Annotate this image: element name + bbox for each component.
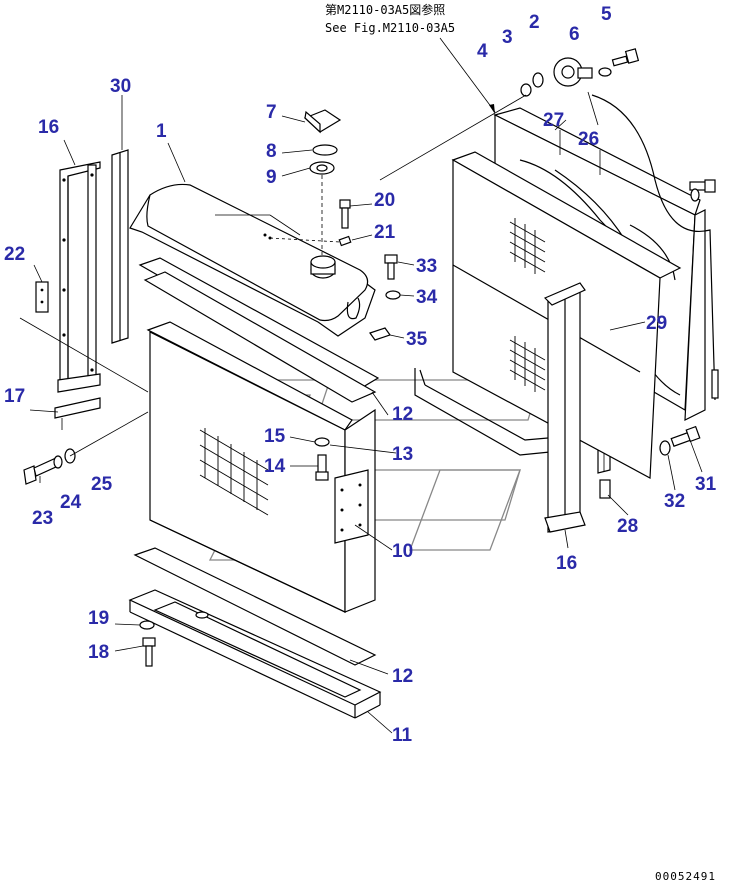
callout-19: 19 bbox=[88, 608, 109, 629]
callout-16-right: 16 bbox=[556, 553, 577, 574]
bolt-33 bbox=[384, 254, 398, 280]
bolt-20 bbox=[339, 199, 351, 229]
neck-9 bbox=[309, 161, 335, 175]
callout-33: 33 bbox=[416, 256, 437, 277]
callout-31: 31 bbox=[695, 474, 717, 495]
callout-32: 32 bbox=[664, 491, 685, 512]
callout-35: 35 bbox=[406, 329, 428, 350]
washer-19 bbox=[139, 620, 155, 630]
callout-26: 26 bbox=[578, 129, 599, 150]
callout-21: 21 bbox=[374, 222, 396, 243]
callout-9: 9 bbox=[266, 167, 277, 188]
callout-23: 23 bbox=[32, 508, 53, 529]
callout-7: 7 bbox=[266, 102, 277, 123]
callout-16-left: 16 bbox=[38, 117, 59, 138]
left-stay bbox=[57, 161, 101, 393]
bolt-14 bbox=[315, 454, 329, 481]
cable-end bbox=[711, 369, 719, 399]
callout-12-lower: 12 bbox=[392, 666, 413, 687]
reference-line-jp: 第M2110-03A5図参照 bbox=[325, 2, 445, 17]
radiator-lower-tank bbox=[128, 589, 382, 719]
bracket-17 bbox=[19, 317, 149, 430]
callout-6: 6 bbox=[569, 24, 580, 45]
callout-1: 1 bbox=[156, 121, 167, 142]
reference-line-en: See Fig.M2110-03A5 bbox=[325, 21, 455, 35]
drawing-code: 00052491 bbox=[655, 870, 716, 883]
bolt-18 bbox=[142, 637, 156, 667]
left-seal-strip bbox=[111, 149, 129, 344]
reference-leader bbox=[439, 37, 496, 113]
gasket-8 bbox=[312, 144, 338, 156]
callout-20: 20 bbox=[374, 190, 395, 211]
callout-22: 22 bbox=[4, 244, 25, 265]
guard-bracket bbox=[414, 368, 551, 456]
callout-5: 5 bbox=[601, 4, 612, 25]
bolt-23 bbox=[23, 457, 59, 485]
right-stay bbox=[543, 282, 586, 533]
plate-35 bbox=[369, 327, 391, 341]
washer-21 bbox=[338, 235, 352, 247]
callout-4: 4 bbox=[477, 41, 488, 62]
cap-assembly bbox=[553, 57, 593, 87]
plate-22 bbox=[35, 281, 49, 313]
washer-6 bbox=[598, 67, 612, 77]
washer-24 bbox=[53, 455, 63, 469]
callout-30: 30 bbox=[110, 76, 131, 97]
radiator-upper-tank bbox=[129, 183, 376, 337]
callout-18: 18 bbox=[88, 642, 109, 663]
upper-gasket-12 bbox=[138, 257, 380, 403]
callout-17: 17 bbox=[4, 386, 25, 407]
washer-34 bbox=[385, 290, 401, 300]
radiator-core bbox=[146, 321, 376, 613]
filler-cap-7 bbox=[303, 109, 342, 134]
callout-24: 24 bbox=[60, 492, 82, 513]
seal-3 bbox=[532, 72, 544, 88]
plate-28 bbox=[599, 479, 611, 499]
callout-12-upper: 12 bbox=[392, 404, 413, 425]
bolt-5 bbox=[611, 48, 640, 67]
callout-15: 15 bbox=[264, 426, 286, 447]
callout-29: 29 bbox=[646, 313, 667, 334]
washer-32 bbox=[659, 440, 671, 456]
bolt-31 bbox=[670, 425, 701, 447]
callout-2: 2 bbox=[529, 12, 540, 33]
callout-34: 34 bbox=[416, 287, 438, 308]
cable-26 bbox=[591, 94, 716, 401]
callout-14: 14 bbox=[264, 456, 286, 477]
leader-lines bbox=[29, 91, 703, 734]
callout-3: 3 bbox=[502, 27, 513, 48]
washer-4 bbox=[520, 83, 532, 97]
callout-25: 25 bbox=[91, 474, 113, 495]
callout-10: 10 bbox=[392, 541, 413, 562]
callout-13: 13 bbox=[392, 444, 413, 465]
callout-27: 27 bbox=[543, 110, 564, 131]
washer-15 bbox=[314, 437, 330, 447]
callout-28: 28 bbox=[617, 516, 638, 537]
callout-11: 11 bbox=[392, 725, 413, 746]
lower-gasket-12 bbox=[133, 547, 377, 666]
mount-bolt-27 bbox=[689, 179, 716, 202]
callout-8: 8 bbox=[266, 141, 277, 162]
